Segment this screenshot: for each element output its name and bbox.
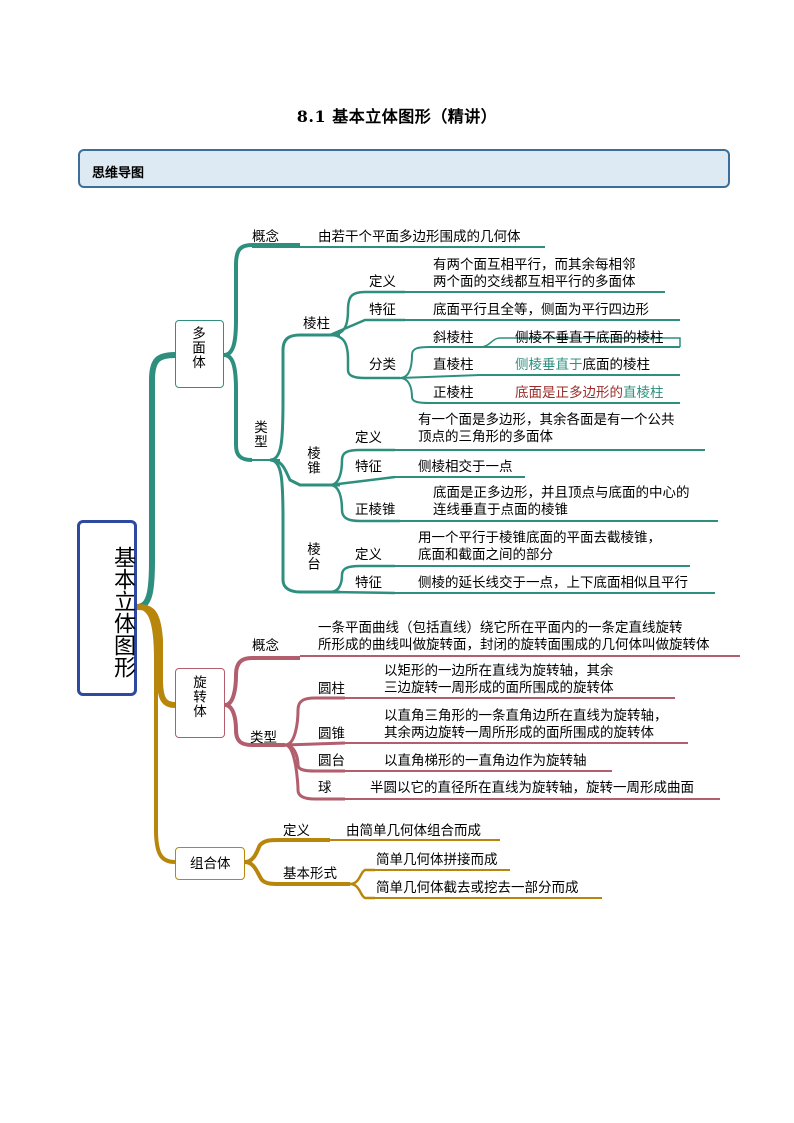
cylinder-line1: 以矩形的一边所在直线为旋转轴，其余 <box>384 663 614 679</box>
prism-feat-label: 特征 <box>369 302 396 318</box>
trunk-teal <box>136 352 176 610</box>
pyramid-def-label: 定义 <box>355 430 382 446</box>
frustum-def-label: 定义 <box>355 547 382 563</box>
frustum-feat-label: 特征 <box>355 575 382 591</box>
cylinder-line2: 三边旋转一周形成的面所围成的旋转体 <box>384 680 614 696</box>
rev-concept-line2: 所形成的曲线叫做旋转面，封闭的旋转面围成的几何体叫做旋转体 <box>318 637 710 653</box>
comp-forms-label: 基本形式 <box>283 866 337 882</box>
pyramid-to-def <box>329 448 395 487</box>
regular-prism-text: 底面是正多边形的直棱柱 <box>515 385 664 402</box>
rev-frustum-text: 以直角梯形的一直角边作为旋转轴 <box>384 753 587 769</box>
class-to-regular <box>399 377 480 404</box>
revolution-node <box>175 668 225 738</box>
types-to-cylinder <box>284 696 345 747</box>
root-node-box <box>77 520 137 696</box>
frustum-label: 棱台 <box>304 542 320 571</box>
rev-types-label: 类型 <box>250 730 277 746</box>
pyramid-regular-line1: 底面是正多边形，并且顶点与底面的中心的 <box>433 485 690 501</box>
prism-to-feat <box>329 318 405 337</box>
prism-def-line1: 有两个面互相平行，而其余每相邻 <box>433 257 636 273</box>
composite-node <box>175 847 245 880</box>
comp-to-def <box>244 838 330 864</box>
class-to-oblique <box>399 346 480 379</box>
right-prism-text-a: 侧棱垂直于 <box>515 357 583 373</box>
sphere-text: 半圆以它的直径所在直线为旋转轴，旋转一周形成曲面 <box>370 780 694 796</box>
poly-types-label: 类型 <box>251 420 267 449</box>
pyramid-def-line2: 顶点的三角形的多面体 <box>418 429 553 445</box>
sphere-label: 球 <box>318 780 332 796</box>
right-prism-label: 直棱柱 <box>433 357 474 373</box>
regular-prism-label: 正棱柱 <box>433 385 474 401</box>
pyramid-def-line1: 有一个面是多边形，其余各面是有一个公共 <box>418 412 675 428</box>
right-prism-text: 侧棱垂直于底面的棱柱 <box>515 357 650 374</box>
right-prism-text-b: 底面的棱柱 <box>582 357 651 373</box>
prism-def-label: 定义 <box>369 274 396 290</box>
polyhedron-label: 多面体 <box>189 326 205 370</box>
prism-to-class <box>329 333 400 380</box>
pyramid-to-regular <box>329 483 400 523</box>
types-to-prism <box>269 333 340 462</box>
frustum-to-feat <box>329 590 396 595</box>
prism-class-label: 分类 <box>369 357 396 373</box>
rev-concept-line1: 一条平面曲线（包括直线）绕它所在平面内的一条定直线旋转 <box>318 620 683 636</box>
forms-to-form2 <box>349 882 375 900</box>
comp-form1: 简单几何体拼接而成 <box>376 852 498 868</box>
comp-form2: 简单几何体截去或挖去一部分而成 <box>376 880 579 896</box>
pyramid-regular-label: 正棱锥 <box>355 502 396 518</box>
pyramid-feat-label: 特征 <box>355 459 382 475</box>
mindmap-banner <box>78 149 730 188</box>
pyramid-regular-line2: 连线垂直于点面的棱锥 <box>433 502 568 518</box>
trunk-rose <box>136 604 176 708</box>
trunk-gold <box>136 605 176 864</box>
types-to-cone <box>284 741 346 747</box>
rev-concept-label: 概念 <box>252 638 279 654</box>
frustum-def-line1: 用一个平行于棱锥底面的平面去截棱锥， <box>418 530 661 546</box>
rev-to-types <box>224 703 285 747</box>
banner-label: 思维导图 <box>92 166 145 181</box>
frustum-to-def <box>329 564 395 594</box>
prism-label: 棱柱 <box>303 316 330 332</box>
composite-label: 组合体 <box>190 856 231 872</box>
cone-label: 圆锥 <box>318 726 345 742</box>
prism-to-def <box>329 290 405 337</box>
cone-line2: 其余两边旋转一周所形成的面所围成的旋转体 <box>384 725 654 741</box>
forms-to-form1 <box>349 868 375 886</box>
cylinder-label: 圆柱 <box>318 681 345 697</box>
polyhedron-node <box>175 320 224 388</box>
pyramid-to-feat <box>329 475 396 487</box>
types-to-frustum <box>269 458 340 594</box>
poly-concept-text: 由若干个平面多边形围成的几何体 <box>318 229 521 245</box>
prism-def-line2: 两个面的交线都互相平行的多面体 <box>433 274 636 290</box>
comp-def-text: 由简单几何体组合而成 <box>346 823 481 839</box>
regular-prism-text-b: 直棱柱 <box>623 385 664 401</box>
oblique-prism-text: 侧棱不垂直于底面的棱柱 <box>515 330 664 346</box>
class-to-right <box>399 374 481 379</box>
types-to-rev-frustum <box>284 743 345 773</box>
poly-to-concept <box>223 243 300 357</box>
oblique-prism-label: 斜棱柱 <box>433 330 474 346</box>
regular-prism-text-a: 底面是正多边形的 <box>515 385 623 401</box>
cone-line1: 以直角三角形的一条直角边所在直线为旋转轴， <box>384 708 668 724</box>
pyramid-label: 棱锥 <box>304 446 320 475</box>
rev-to-concept <box>224 656 300 707</box>
pyramid-feat-text: 侧棱相交于一点 <box>418 459 513 475</box>
root-node-label: 基本立体图形 <box>110 546 135 678</box>
poly-to-types <box>223 353 253 462</box>
frustum-feat-text: 侧棱的延长线交于一点，上下底面相似且平行 <box>418 575 688 591</box>
page-title: 8.1 基本立体图形（精讲） <box>296 107 498 126</box>
poly-concept-label: 概念 <box>252 229 279 245</box>
comp-to-forms <box>244 860 350 886</box>
rev-frustum-label: 圆台 <box>318 753 345 769</box>
comp-def-label: 定义 <box>283 823 310 839</box>
revolution-label: 旋转体 <box>190 675 206 719</box>
types-to-sphere <box>284 743 345 801</box>
prism-feat-text: 底面平行且全等，侧面为平行四边形 <box>433 302 649 318</box>
frustum-def-line2: 底面和截面之间的部分 <box>418 547 553 563</box>
